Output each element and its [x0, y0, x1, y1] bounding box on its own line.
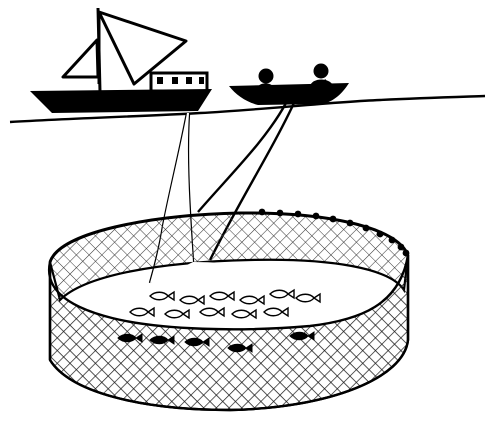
fish-school-area — [112, 284, 330, 326]
small-boat-icon — [229, 64, 349, 106]
sailboat-icon — [30, 8, 212, 113]
